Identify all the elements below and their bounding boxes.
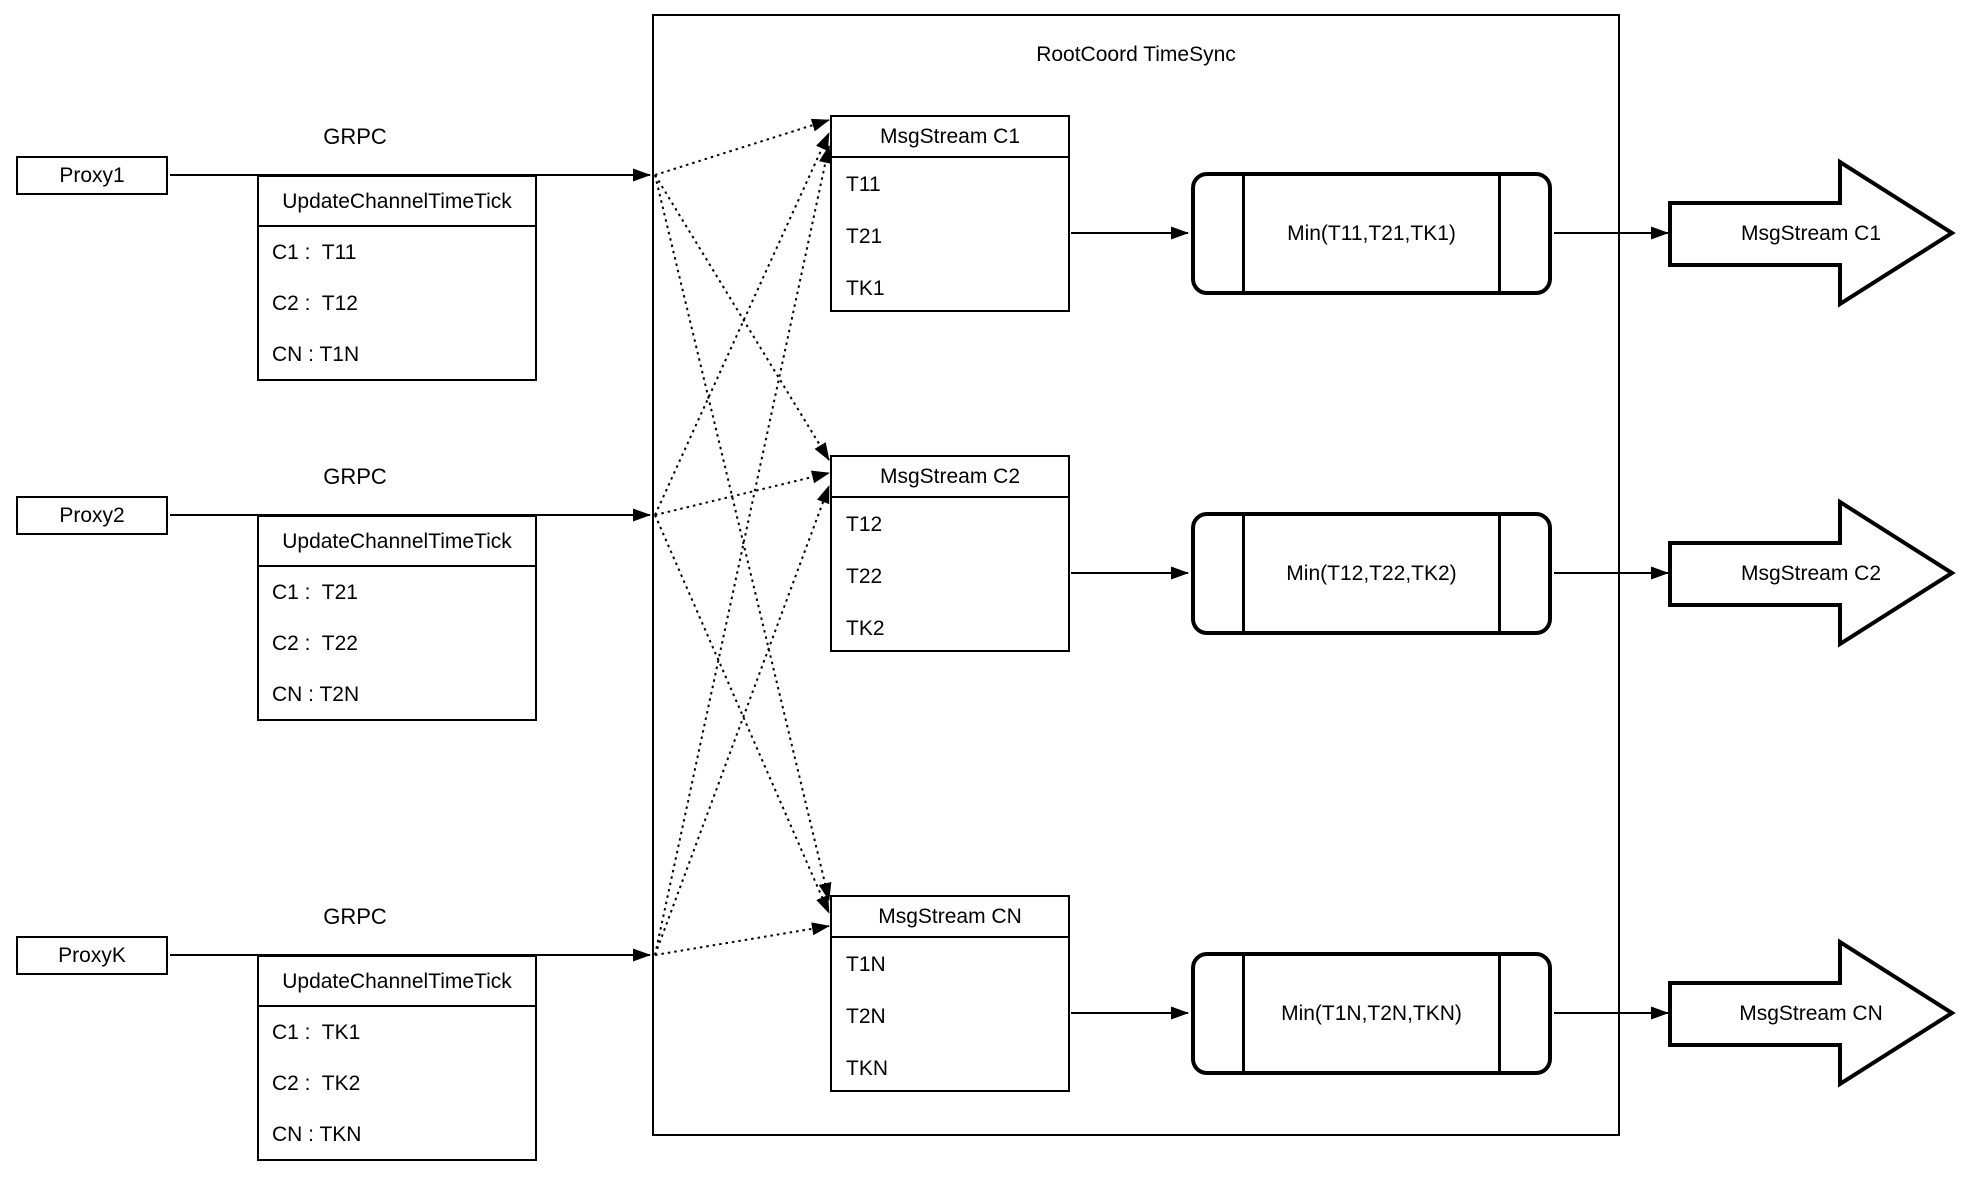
proxy-name-label: Proxy2 bbox=[59, 504, 125, 527]
table-row: T1N bbox=[846, 952, 886, 976]
output-arrow-shape-c1 bbox=[1668, 158, 1956, 308]
table-row: T11 bbox=[846, 172, 881, 196]
min-label: Min(T1N,T2N,TKN) bbox=[1281, 1002, 1462, 1025]
table-row: C2 : TK2 bbox=[272, 1072, 361, 1095]
table-header: UpdateChannelTimeTick bbox=[259, 957, 535, 1007]
output-arrow-label-c1: MsgStream C1 bbox=[1740, 221, 1882, 245]
table-row: CN : T1N bbox=[272, 343, 360, 366]
msgstream-c2-table: MsgStream C2 T12 T22 TK2 bbox=[830, 455, 1070, 652]
dotted-connector-p1-cn bbox=[654, 174, 832, 901]
table-row: TK1 bbox=[846, 276, 885, 300]
table-row: T2N bbox=[846, 1004, 886, 1028]
grpc-label: GRPC bbox=[323, 124, 387, 149]
dotted-connector-pk-cn bbox=[654, 922, 830, 956]
dotted-connector-p2-c1 bbox=[654, 132, 830, 516]
output-arrow-label-c2: MsgStream C2 bbox=[1740, 561, 1882, 585]
table-header: UpdateChannelTimeTick bbox=[259, 177, 535, 227]
rootcoord-timesync-box bbox=[652, 14, 1620, 1136]
queue-divider-left bbox=[1242, 176, 1245, 291]
table-header: UpdateChannelTimeTick bbox=[259, 517, 535, 567]
queue-divider-right bbox=[1498, 516, 1501, 631]
dotted-connector-p2-c2 bbox=[654, 470, 830, 516]
output-arrow-shape-c2 bbox=[1668, 498, 1956, 648]
table-row: C2 : T22 bbox=[272, 632, 358, 655]
table-row: T12 bbox=[846, 512, 883, 536]
min-box-cn: Min(T1N,T2N,TKN) bbox=[1191, 952, 1552, 1075]
msgstream-cn-table: MsgStream CN T1N T2N TKN bbox=[830, 895, 1070, 1092]
min-box-c2: Min(T12,T22,TK2) bbox=[1191, 512, 1552, 635]
min-label: Min(T11,T21,TK1) bbox=[1287, 222, 1456, 245]
proxy1-box: Proxy1 bbox=[16, 156, 168, 195]
msgstream-c1-table: MsgStream C1 T11 T21 TK1 bbox=[830, 115, 1070, 312]
table-row: T22 bbox=[846, 564, 883, 588]
update-channel-timetick-table: UpdateChannelTimeTick C1 : TK1 C2 : TK2 … bbox=[257, 955, 537, 1161]
table-row: C1 : T11 bbox=[272, 241, 357, 264]
table-row: C2 : T12 bbox=[272, 292, 358, 315]
dotted-connector-p1-c1 bbox=[654, 118, 830, 176]
table-row: C1 : T21 bbox=[272, 581, 358, 604]
min-label: Min(T12,T22,TK2) bbox=[1286, 562, 1457, 585]
grpc-label: GRPC bbox=[323, 904, 387, 929]
grpc-label: GRPC bbox=[323, 464, 387, 489]
dotted-connector-p1-c2 bbox=[654, 174, 830, 461]
update-channel-timetick-table: UpdateChannelTimeTick C1 : T11 C2 : T12 … bbox=[257, 175, 537, 381]
output-arrow-shape-cn bbox=[1668, 938, 1956, 1088]
dotted-connector-p2-cn bbox=[654, 514, 830, 914]
queue-divider-left bbox=[1242, 956, 1245, 1071]
proxy-name-label: ProxyK bbox=[58, 944, 126, 967]
dotted-connector-pk-c2 bbox=[654, 485, 830, 956]
queue-divider-left bbox=[1242, 516, 1245, 631]
rootcoord-timesync-title: RootCoord TimeSync bbox=[1036, 43, 1236, 66]
output-arrow-label-cn: MsgStream CN bbox=[1739, 1001, 1883, 1025]
proxyk-box: ProxyK bbox=[16, 936, 168, 975]
dotted-connector-pk-c1 bbox=[654, 145, 832, 956]
update-channel-timetick-table: UpdateChannelTimeTick C1 : T21 C2 : T22 … bbox=[257, 515, 537, 721]
min-box-c1: Min(T11,T21,TK1) bbox=[1191, 172, 1552, 295]
table-row: CN : T2N bbox=[272, 683, 360, 706]
table-header: MsgStream C2 bbox=[832, 457, 1068, 498]
queue-divider-right bbox=[1498, 956, 1501, 1071]
table-row: TK2 bbox=[846, 616, 885, 640]
queue-divider-right bbox=[1498, 176, 1501, 291]
proxy2-box: Proxy2 bbox=[16, 496, 168, 535]
table-row: CN : TKN bbox=[272, 1123, 362, 1146]
table-row: TKN bbox=[846, 1056, 888, 1080]
table-row: C1 : TK1 bbox=[272, 1021, 361, 1044]
table-row: T21 bbox=[846, 224, 883, 248]
table-header: MsgStream CN bbox=[832, 897, 1068, 938]
table-header: MsgStream C1 bbox=[832, 117, 1068, 158]
proxy-name-label: Proxy1 bbox=[59, 164, 125, 187]
